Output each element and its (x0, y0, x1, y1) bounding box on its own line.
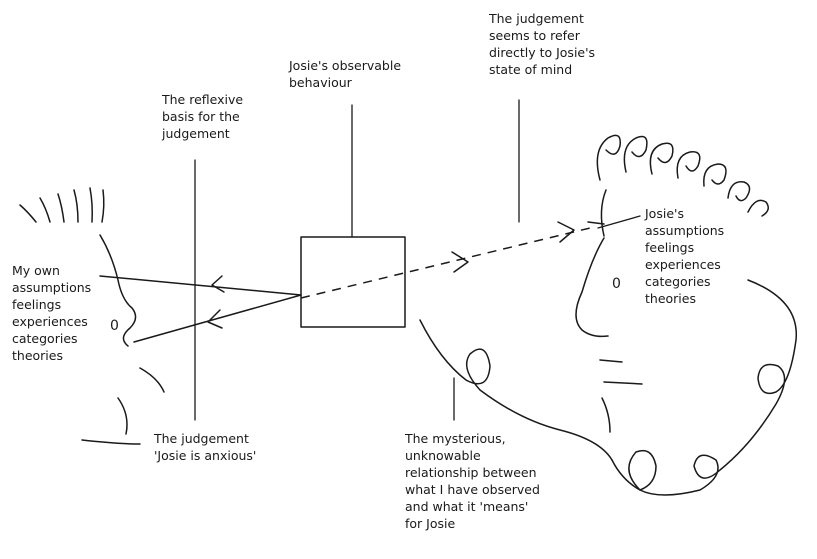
dashed-judgement-line (301, 222, 590, 298)
left-eye: 0 (110, 318, 119, 334)
label-judgement-anxious: The judgement 'Josie is anxious' (153, 431, 256, 463)
right-eye: 0 (612, 276, 621, 292)
label-observable-behaviour: Josie's observable behaviour (288, 58, 405, 90)
arrow-to-face (134, 295, 301, 342)
label-reflexive-basis: The reflexive basis for the judgement (161, 92, 247, 141)
label-my-own: My own assumptions feelings experiences … (12, 263, 95, 363)
label-josies: Josie's assumptions feelings experiences… (644, 206, 728, 306)
arrow-to-my-own (100, 276, 301, 295)
label-judgement-refers: The judgement seems to refer directly to… (488, 11, 599, 77)
label-mysterious: The mysterious, unknowable relationship … (404, 431, 544, 531)
observable-behaviour-box (301, 237, 405, 327)
